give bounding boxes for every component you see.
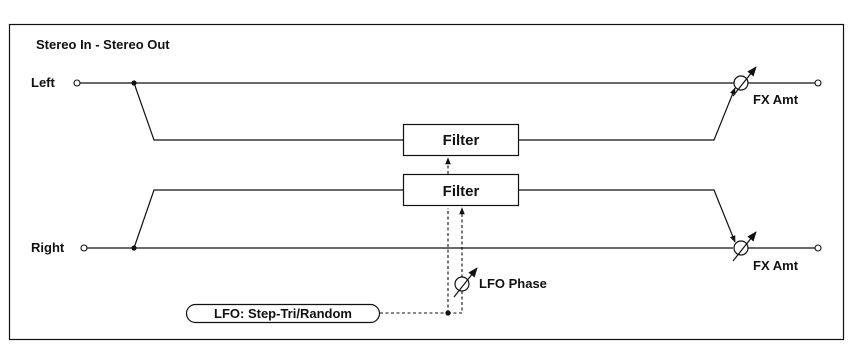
right-to-filter-path bbox=[133, 189, 403, 249]
filter-top-label: Filter bbox=[443, 132, 480, 149]
fx-amt-top-icon bbox=[732, 66, 757, 97]
left-wet-path bbox=[518, 87, 736, 141]
fx-amt-bottom-icon bbox=[732, 231, 757, 262]
lfo-phase-icon bbox=[453, 267, 478, 298]
right-output-terminal bbox=[814, 244, 822, 252]
left-input-label: Left bbox=[31, 75, 56, 90]
left-to-filter-path bbox=[133, 82, 403, 141]
filter-block-bottom bbox=[402, 173, 520, 207]
fx-amt-bottom-label: FX Amt bbox=[753, 258, 799, 273]
left-input-terminal bbox=[73, 79, 81, 87]
right-input-terminal bbox=[80, 244, 88, 252]
right-input-label: Right bbox=[31, 240, 65, 255]
fx-amt-top-label: FX Amt bbox=[753, 92, 799, 107]
lfo-phase-label: LFO Phase bbox=[479, 276, 547, 291]
filter-bottom-label: Filter bbox=[443, 183, 480, 200]
lfo-source-box bbox=[185, 303, 381, 324]
left-output-terminal bbox=[814, 79, 822, 87]
filter-block-top bbox=[402, 123, 520, 157]
right-wet-path bbox=[518, 189, 736, 243]
diagram-title: Stereo In - Stereo Out bbox=[36, 37, 170, 52]
lfo-source-label: LFO: Step-Tri/Random bbox=[214, 306, 352, 321]
diagram-frame bbox=[8, 23, 845, 341]
lfo-phase-path bbox=[448, 207, 465, 314]
